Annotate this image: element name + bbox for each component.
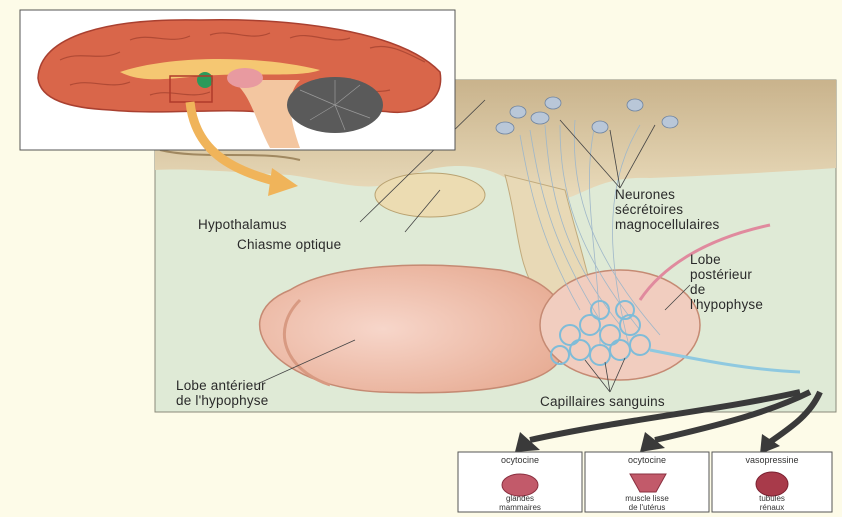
target-2-organ: muscle lisse de l'utérus [585,494,709,512]
target-1-hormone: ocytocine [458,455,582,465]
target-3-hormone: vasopressine [712,455,832,465]
target-3-organ: tubules rénaux [712,494,832,512]
kidney-illustration [756,472,788,496]
thalamus [227,68,263,88]
label-chiasme-optique: Chiasme optique [237,237,341,252]
hypothalamus-dot [197,72,213,88]
label-capillaires: Capillaires sanguins [540,394,665,409]
label-neurones: Neurones sécrétoires magnocellulaires [615,187,720,232]
optic-chiasm [375,173,485,217]
label-lobe-posterieur: Lobe postérieur de l'hypophyse [690,252,763,312]
target-2-hormone: ocytocine [585,455,709,465]
target-1-organ: glandes mammaires [458,494,582,512]
label-hypothalamus: Hypothalamus [198,217,287,232]
mammary-gland-illustration [502,474,538,496]
label-lobe-anterieur: Lobe antérieur de l'hypophyse [176,378,268,408]
